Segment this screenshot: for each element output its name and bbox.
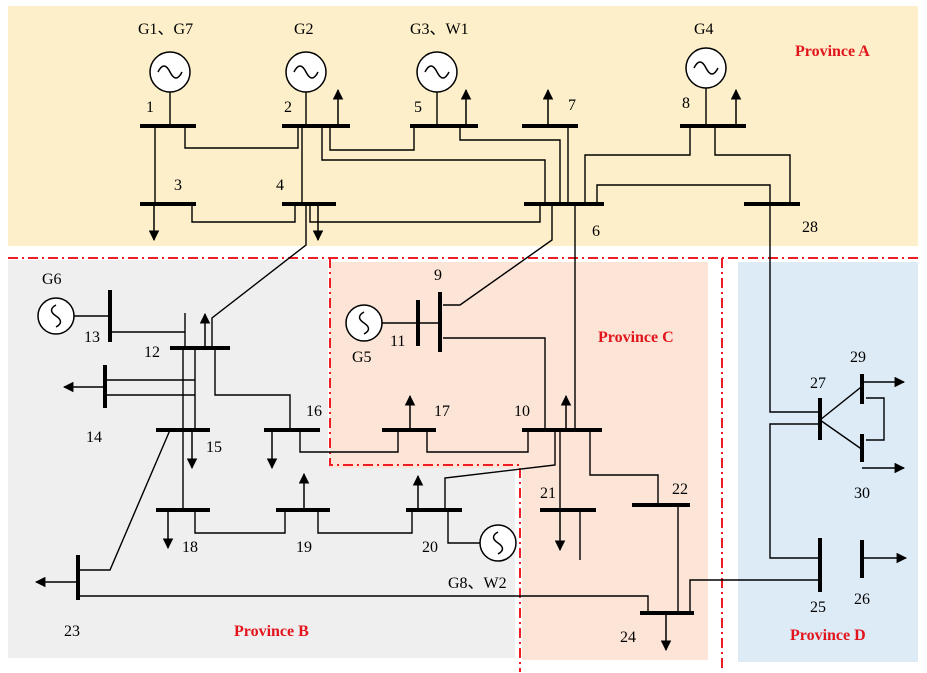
province-c-label: Province C xyxy=(598,329,674,346)
bus-label-5: 5 xyxy=(414,99,422,116)
bus-label-19: 19 xyxy=(296,539,312,556)
gen-label-g1-g7: G1、G7 xyxy=(138,21,193,38)
province-b-region xyxy=(8,260,515,658)
bus-label-25: 25 xyxy=(810,599,826,616)
bus-label-24: 24 xyxy=(620,629,636,646)
transmission-lines xyxy=(80,125,885,613)
province-b-label: Province B xyxy=(234,623,309,640)
bus-label-4: 4 xyxy=(276,177,284,194)
province-d-label: Province D xyxy=(790,627,866,644)
bus-label-22: 22 xyxy=(672,481,688,498)
bus-label-2: 2 xyxy=(284,99,292,116)
bus-labels: 1 2 5 7 8 3 4 6 28 9 13 11 12 14 15 16 1… xyxy=(64,95,870,646)
bus-label-28: 28 xyxy=(802,219,818,236)
generators xyxy=(37,47,727,562)
bus-label-18: 18 xyxy=(182,539,198,556)
bus-label-21: 21 xyxy=(540,485,556,502)
gen-label-g6: G6 xyxy=(42,271,62,288)
gen-label-g8-w2: G8、W2 xyxy=(448,575,507,592)
bus-label-20: 20 xyxy=(422,539,438,556)
bus-label-6: 6 xyxy=(592,223,600,240)
bus-label-9: 9 xyxy=(434,267,442,284)
bus-label-27: 27 xyxy=(810,375,826,392)
province-c-region xyxy=(330,262,708,660)
province-labels: Province A Province B Province C Provinc… xyxy=(234,43,870,644)
province-dividers xyxy=(8,257,920,672)
bus-label-26: 26 xyxy=(854,591,870,608)
bus-label-12: 12 xyxy=(144,344,160,361)
bus-label-14: 14 xyxy=(86,429,102,446)
bus-label-30: 30 xyxy=(854,485,870,502)
bus-label-3: 3 xyxy=(174,177,182,194)
bus-bars xyxy=(76,124,864,615)
bus-label-13: 13 xyxy=(84,329,100,346)
bus-label-17: 17 xyxy=(434,403,450,420)
gen-label-g3-w1: G3、W1 xyxy=(410,21,469,38)
gen-label-g5: G5 xyxy=(352,349,372,366)
bus-label-23: 23 xyxy=(64,623,80,640)
bus-label-8: 8 xyxy=(682,95,690,112)
generator-labels: G1、G7 G2 G3、W1 G4 G6 G5 G8、W2 xyxy=(42,21,714,592)
bus-label-16: 16 xyxy=(306,403,322,420)
bus-label-15: 15 xyxy=(206,439,222,456)
bus-label-11: 11 xyxy=(390,333,405,350)
bus-label-29: 29 xyxy=(850,349,866,366)
gen-label-g2: G2 xyxy=(294,21,314,38)
province-d-region xyxy=(738,262,918,662)
province-a-label: Province A xyxy=(795,43,870,60)
gen-label-g4: G4 xyxy=(694,21,714,38)
loads xyxy=(34,88,908,652)
bus-label-1: 1 xyxy=(146,99,154,116)
bus-label-7: 7 xyxy=(568,97,576,114)
bus-label-10: 10 xyxy=(514,403,530,420)
